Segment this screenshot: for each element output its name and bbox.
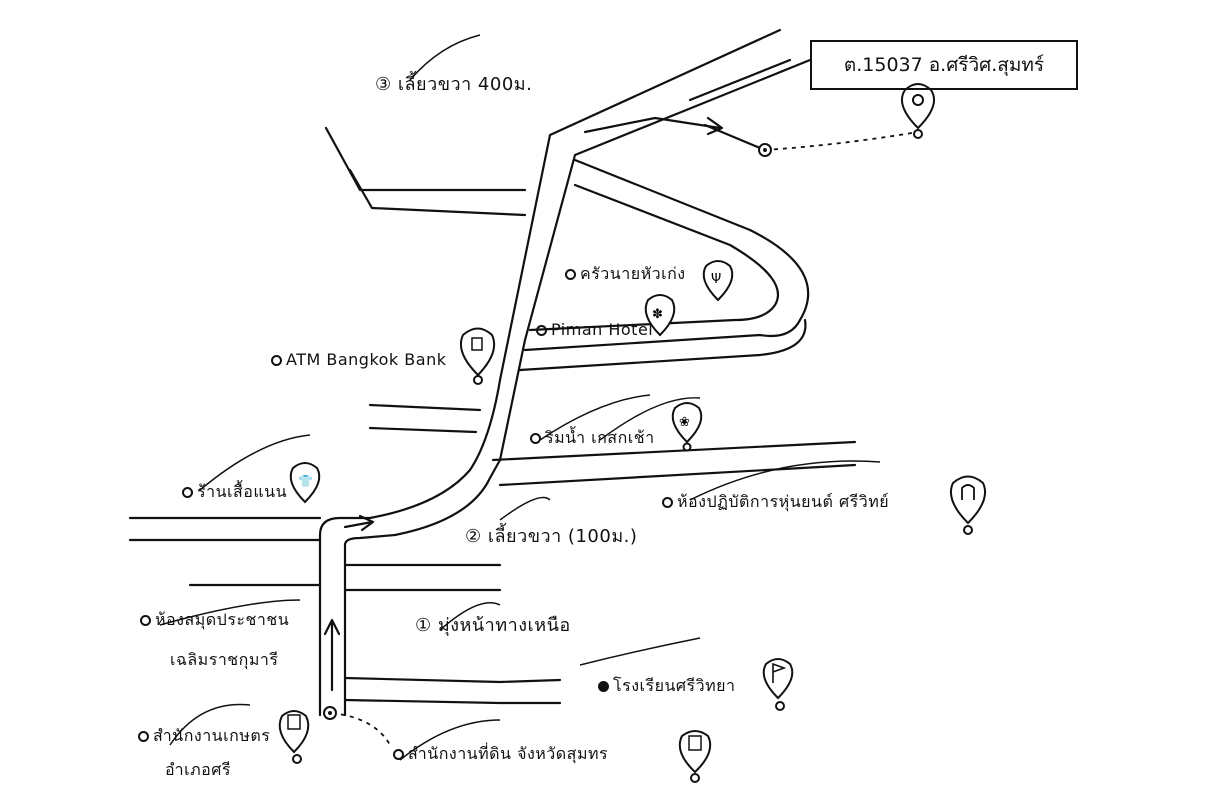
place-land-office: สำนักงานที่ดิน จังหวัดสุมทร	[393, 746, 608, 762]
route-arrows	[323, 116, 724, 692]
handwriting-flourishes	[159, 34, 881, 761]
direction-step-3: ③ เลี้ยวขวา 400ม.	[375, 74, 533, 95]
restaurant-icon: Ψ	[702, 260, 734, 302]
place-riverside-label: ริมน้ำ เกสกเช้า	[545, 428, 655, 447]
direction-step-2: ② เลี้ยวขวา (100ม.)	[465, 526, 638, 547]
place-agri-office-line-2: อำเภอศรี	[165, 760, 231, 779]
place-restaurant: ครัวนายหัวเก่ง	[565, 266, 686, 282]
place-land-office-label: สำนักงานที่ดิน จังหวัดสุมทร	[408, 744, 609, 763]
place-riverside: ริมน้ำ เกสกเช้า	[530, 430, 655, 446]
bullet-icon	[271, 355, 282, 366]
door-icon	[949, 475, 987, 535]
flower-icon: ✽	[644, 294, 676, 337]
place-restaurant-label: ครัวนายหัวเก่ง	[580, 264, 686, 283]
atm-icon	[459, 327, 496, 385]
side-roads	[128, 58, 857, 705]
direction-step-1: ① มุ่งหน้าทางเหนือ	[415, 615, 571, 636]
place-cinema: ห้องปฏิบัติการหุ่นยนต์ ศรีวิทย์	[662, 494, 889, 510]
bullet-icon	[530, 433, 541, 444]
location-pin-icon	[901, 83, 935, 139]
place-agri-office-label-1: สำนักงานเกษตร	[153, 726, 271, 745]
dashed-connectors	[331, 131, 919, 746]
place-agri-office: สำนักงานเกษตร	[138, 728, 270, 744]
place-cinema-label: ห้องปฏิบัติการหุ่นยนต์ ศรีวิทย์	[677, 492, 890, 511]
bullet-icon	[393, 749, 404, 760]
place-school-label: โรงเรียนศรีวิทยา	[613, 676, 736, 695]
bullet-icon	[182, 487, 193, 498]
place-hotel: Piman Hotel	[536, 322, 653, 338]
flag-icon	[762, 658, 794, 711]
place-library-label-1: ห้องสมุดประชาชน	[155, 610, 290, 629]
address-box: ต.15037 อ.ศรีวิศ.สุมทร์	[810, 40, 1078, 90]
bullet-icon	[565, 269, 576, 280]
bullet-icon	[536, 325, 547, 336]
bullet-icon	[662, 497, 673, 508]
place-atm: ATM Bangkok Bank	[271, 352, 446, 368]
place-school: โรงเรียนศรีวิทยา	[598, 678, 736, 694]
land-office-building-icon	[678, 730, 712, 783]
building-icon	[278, 710, 310, 764]
place-library: ห้องสมุดประชาชน	[140, 612, 289, 628]
shirt-icon: 👕	[289, 462, 321, 504]
bullet-icon	[140, 615, 151, 626]
svg-text:Ψ: Ψ	[711, 272, 721, 287]
svg-text:👕: 👕	[298, 474, 313, 488]
place-library-line-2: เฉลิมราชกุมารี	[170, 650, 279, 669]
lotus-icon: ❀	[671, 402, 703, 452]
endpoint-markers	[323, 143, 772, 720]
bullet-icon	[138, 731, 149, 742]
bullet-icon	[598, 681, 609, 692]
place-atm-label: ATM Bangkok Bank	[286, 350, 447, 369]
main-route	[318, 28, 812, 717]
place-shirt-shop-label: ร้านเสื้อแนน	[197, 482, 288, 501]
svg-text:❀: ❀	[679, 415, 690, 430]
place-hotel-label: Piman Hotel	[551, 320, 654, 339]
place-shirt-shop: ร้านเสื้อแนน	[182, 484, 287, 500]
svg-text:✽: ✽	[652, 307, 663, 322]
